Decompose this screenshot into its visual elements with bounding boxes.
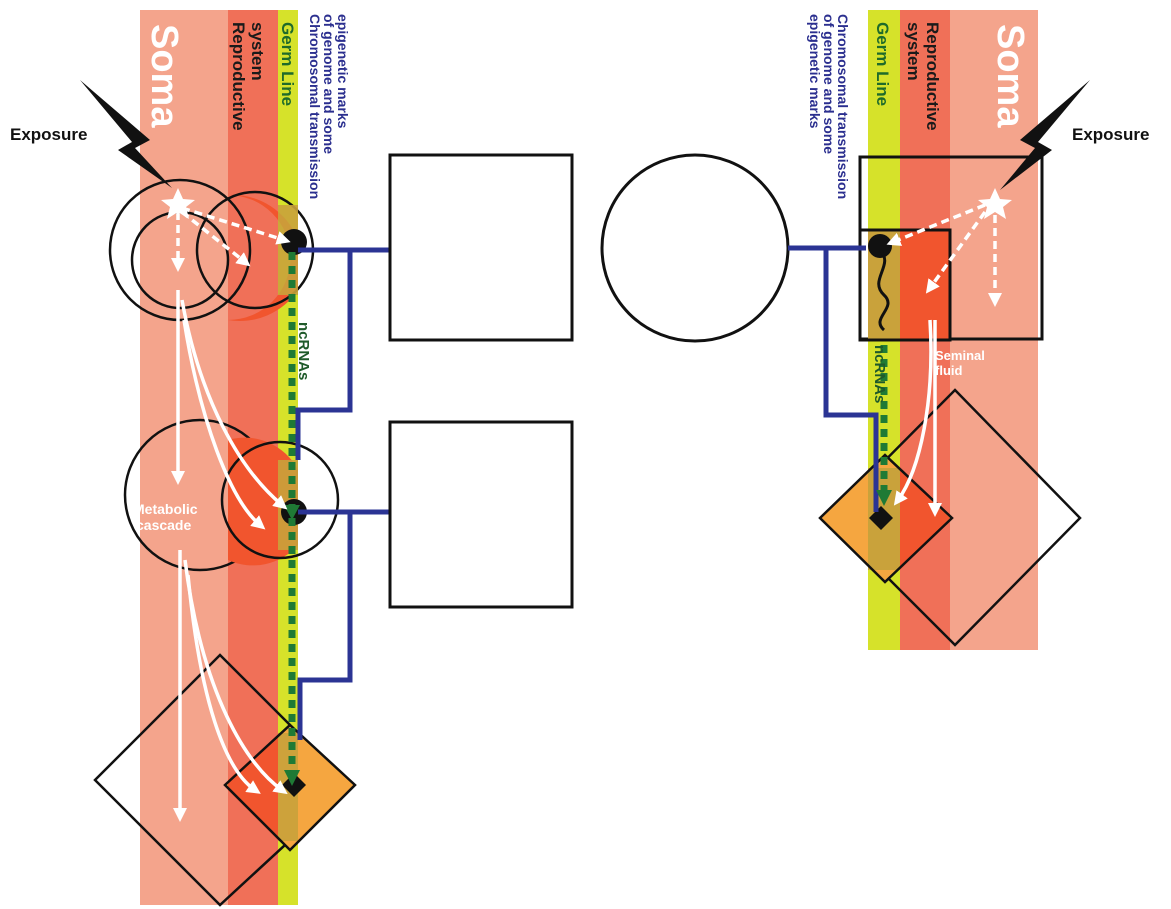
right-dashed-arrow-left [886,203,986,246]
left-cascade-label: cascade [136,517,191,533]
left-ncrnas-label: ncRNAs [295,322,312,380]
right-chrom-label-1: Chromosomal transmission [835,14,851,199]
right-pedigree-circle [600,153,790,343]
right-repro-square [858,228,952,342]
right-system-label: system [904,22,923,81]
left-soma-band [140,10,228,905]
left-ncrna-arrow-2 [284,770,300,786]
right-arrow-curve-1 [893,319,933,506]
right-repro-diamond [818,453,954,584]
left-system-label: system [248,22,267,81]
right-exposure-star [978,188,1012,219]
right-ncrna-path [876,345,892,506]
left-exposure-label: Exposure [10,125,87,144]
right-repro-square-fill [900,230,950,340]
right-chrom-label-2: of genome and some [821,14,837,154]
left-soma-circle-1b [108,178,252,322]
right-exposure-label: Exposure [1072,125,1149,144]
right-germ-line-label: Germ Line [873,22,892,106]
right-repro-overlap [900,470,950,570]
right-generation-1 [858,155,1044,342]
left-soma-label: Soma [143,24,185,128]
left-arrow-curve-2 [182,319,266,530]
left-pedigree-square-1 [388,153,574,342]
right-pedigree-line-2 [823,248,879,512]
left-pedigree [295,247,390,740]
right-dashed-arrow-diag [925,210,987,294]
left-repro-circle-2 [220,440,340,560]
right-fluid-label: fluid [935,363,962,378]
right-sperm-tail [877,248,890,332]
right-germ-cell [868,234,892,258]
left-lightning-icon [80,80,172,188]
right-chrom-label-3: epigenetic marks [807,14,823,129]
left-arrow-curve-4 [186,574,261,794]
left-ncrna-arrow-1 [284,505,300,520]
left-repro-diamond [223,723,357,852]
right-ncrnas-label: ncRNAs [871,345,888,403]
right-ncrna-arrow [876,490,892,506]
left-dashed-arrow-right [181,206,291,245]
left-germ-cell-3 [282,773,306,797]
right-soma-label: Soma [989,24,1031,128]
left-germ-line-label: Germ Line [278,22,297,106]
right-seminal-label: Seminal [935,348,985,363]
left-chrom-label-3: epigenetic marks [335,14,351,129]
left-reproductive-label: Reproductive [229,22,248,131]
left-pedigree-line-4 [297,512,353,740]
right-exposure-arrows [886,203,1002,517]
left-exposure-star [161,188,195,219]
left-metabolic-label: Metabolic [133,501,198,517]
left-chrom-label-1: Chromosomal transmission [307,14,323,199]
left-exposure-arrows [171,206,291,822]
left-dashed-arrow-diag [180,210,251,267]
left-pedigree-line-2 [295,250,353,460]
right-pedigree [788,245,879,512]
left-ncrna-path [284,252,300,786]
left-pedigree-square-2 [388,420,574,609]
left-arrow-curve-1 [180,299,288,510]
right-soma-band [950,10,1038,650]
left-generation-3 [93,653,357,907]
right-reproductive-label: Reproductive [923,22,942,131]
left-chrom-label-2: of genome and some [321,14,337,154]
